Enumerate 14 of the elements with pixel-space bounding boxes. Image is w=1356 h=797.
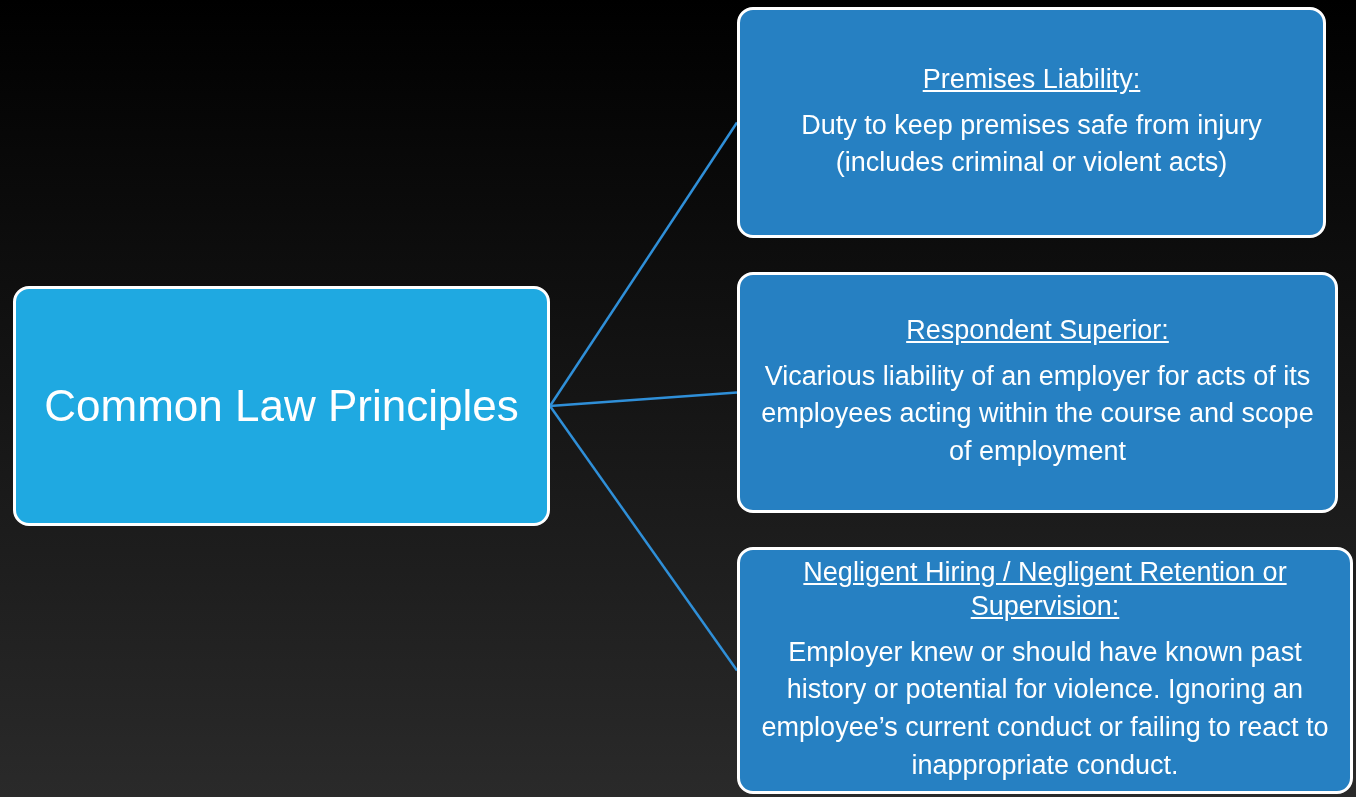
- topic-box: [13, 286, 550, 526]
- principle-description: Duty to keep premises safe from injury (includes criminal or violent acts): [800, 108, 1263, 180]
- principle-heading: Respondent Superior:: [906, 313, 1169, 347]
- principle-description: Employer knew or should have known past history or potential for violence. Ignoring an employee’s current conduct or failing to react to inappropriate conduct.: [760, 635, 1330, 783]
- principle-box: [737, 272, 1338, 513]
- principle-heading: Negligent Hiring / Negligent Retention or Supervision:: [802, 556, 1288, 623]
- principle-heading: Premises Liability:: [922, 62, 1141, 96]
- principle-description: Vicarious liability of an employer for acts of its employees acting within the course and scope of employment: [760, 359, 1315, 469]
- connector-line: [548, 121, 739, 407]
- connector-line: [549, 405, 738, 672]
- topic-title: Common Law Principles: [44, 381, 519, 431]
- principle-box: [737, 7, 1326, 238]
- connector-line: [549, 391, 738, 408]
- principle-box: [737, 547, 1353, 794]
